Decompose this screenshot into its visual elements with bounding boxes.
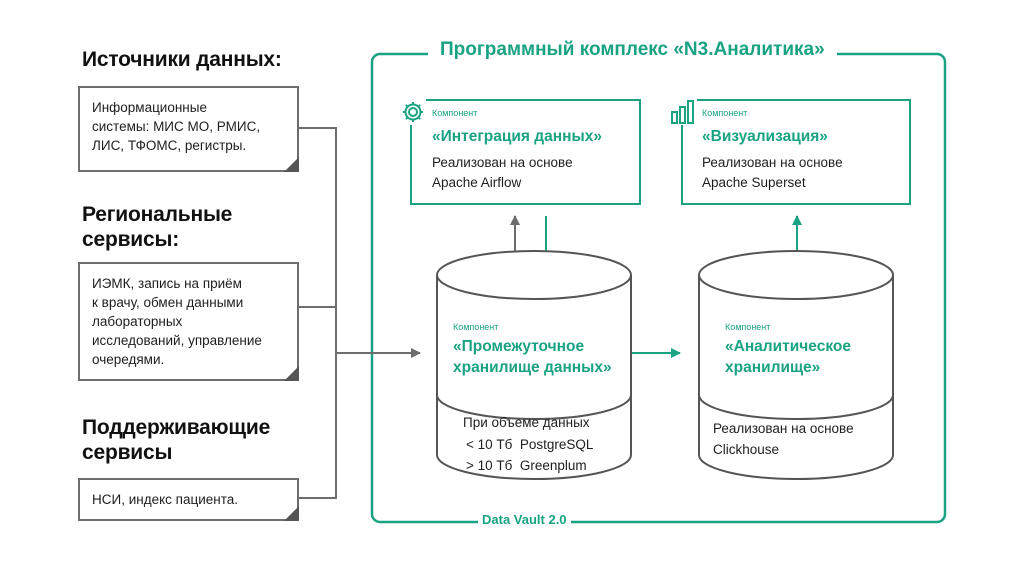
staging-title-2: хранилище данных» — [453, 359, 612, 376]
regional-line-5: очередями. — [92, 352, 165, 367]
folded-corner-icon — [284, 506, 299, 521]
sources-line-1: Информационные — [92, 100, 207, 115]
staging-tag: Компонент — [453, 322, 499, 332]
support-line-1: НСИ, индекс пациента. — [92, 492, 238, 507]
connector-support — [298, 353, 337, 499]
integration-desc-2: Apache Airflow — [432, 175, 522, 190]
regional-line-3: лабораторных — [92, 314, 183, 329]
visualization-desc-1: Реализован на основе — [702, 155, 843, 170]
staging-desc-2: < 10 Тб PostgreSQL — [466, 437, 594, 452]
sources-heading: Источники данных: — [82, 47, 282, 72]
analytic-title-2: хранилище» — [725, 359, 821, 376]
regional-line-2: к врачу, обмен данными — [92, 295, 244, 310]
visualization-tag: Компонент — [702, 108, 748, 118]
analytic-desc-1: Реализован на основе — [713, 421, 854, 436]
bar-chart-icon — [669, 99, 697, 125]
gear-icon — [400, 99, 426, 125]
sources-line-3: ЛИС, ТФОМС, регистры. — [92, 138, 247, 153]
staging-title-1: «Промежуточное — [453, 338, 585, 355]
regional-box: ИЭМК, запись на приём к врачу, обмен дан… — [78, 262, 299, 381]
support-box: НСИ, индекс пациента. — [78, 478, 299, 521]
folded-corner-icon — [284, 366, 299, 381]
complex-bottom-label: Data Vault 2.0 — [478, 512, 571, 527]
regional-heading-line-2: сервисы: — [82, 228, 180, 251]
sources-line-2: системы: МИС МО, РМИС, — [92, 119, 261, 134]
integration-desc-1: Реализован на основе — [432, 155, 573, 170]
staging-desc-1: При объеме данных — [463, 415, 590, 430]
analytic-tag: Компонент — [725, 322, 771, 332]
visualization-desc-2: Apache Superset — [702, 175, 806, 190]
visualization-component: Компонент «Визуализация» Реализован на о… — [669, 99, 911, 205]
visualization-title: «Визуализация» — [702, 128, 828, 145]
integration-title: «Интеграция данных» — [432, 128, 602, 145]
connector-sources — [298, 127, 337, 353]
regional-heading-line-1: Региональные — [82, 203, 233, 226]
analytic-title-1: «Аналитическое — [725, 338, 851, 355]
support-heading-line-2: сервисы — [82, 441, 173, 464]
regional-heading: Региональные сервисы: — [82, 202, 232, 252]
complex-title: Программный комплекс «N3.Аналитика» — [428, 39, 837, 61]
sources-heading-text: Источники данных: — [82, 48, 282, 71]
integration-component: Компонент «Интеграция данных» Реализован… — [400, 99, 641, 205]
regional-line-1: ИЭМК, запись на приём — [92, 276, 242, 291]
support-heading: Поддерживающие сервисы — [82, 415, 270, 465]
integration-tag: Компонент — [432, 108, 478, 118]
sources-box: Информационные системы: МИС МО, РМИС, ЛИ… — [78, 86, 299, 172]
support-heading-line-1: Поддерживающие — [82, 416, 271, 439]
staging-cylinder — [436, 250, 632, 480]
analytic-cylinder — [698, 250, 894, 480]
analytic-desc-2: Clickhouse — [713, 442, 780, 457]
folded-corner-icon — [284, 157, 299, 172]
regional-line-4: исследований, управление — [92, 333, 262, 348]
staging-desc-3: > 10 Тб Greenplum — [466, 458, 587, 473]
